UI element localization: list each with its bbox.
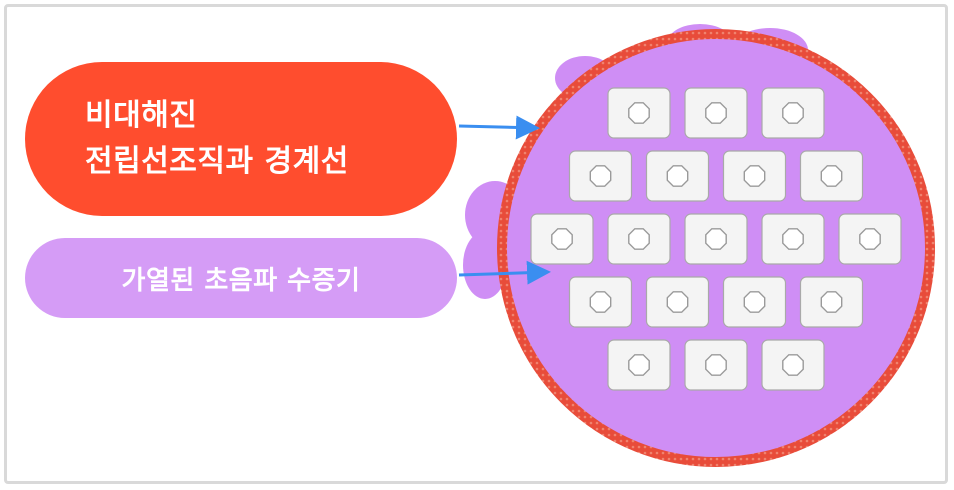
tissue-cell <box>722 150 787 202</box>
tissue-cell <box>530 213 594 265</box>
tissue-cell <box>722 276 787 328</box>
hypertrophied-tissue-label: 비대해진 전립선조직과 경계선 <box>25 62 457 216</box>
cell-nucleus <box>666 291 689 313</box>
cell-nucleus <box>628 228 650 250</box>
tissue-cell <box>645 276 710 328</box>
cell-nucleus <box>589 291 612 313</box>
cell-nucleus <box>782 354 804 376</box>
tissue-cell <box>799 150 864 202</box>
cell-nucleus <box>666 165 689 187</box>
cell-nucleus <box>705 102 727 124</box>
tissue-cell <box>761 339 825 391</box>
tissue-cell <box>684 339 748 391</box>
tissue-boundary <box>497 29 935 467</box>
ultrasound-steam-label: 가열된 초음파 수증기 <box>25 238 457 318</box>
tissue-cell <box>761 87 825 139</box>
hypertrophied-label-line2: 전립선조직과 경계선 <box>85 144 349 179</box>
cell-nucleus <box>705 354 727 376</box>
tissue-cell <box>607 213 671 265</box>
hypertrophied-label-line1: 비대해진 <box>85 98 198 133</box>
ultrasound-label-text: 가열된 초음파 수증기 <box>121 265 361 296</box>
tissue-cell <box>568 150 633 202</box>
cell-nucleus <box>628 354 650 376</box>
tissue-cell <box>607 87 671 139</box>
tissue-cell <box>684 213 748 265</box>
tissue-cell <box>568 276 633 328</box>
cell-nucleus <box>820 291 843 313</box>
cell-nucleus <box>628 102 650 124</box>
cell-grid <box>530 87 902 391</box>
tissue-cell <box>761 213 825 265</box>
cell-nucleus <box>782 228 804 250</box>
tissue-cell <box>607 339 671 391</box>
cell-nucleus <box>743 165 766 187</box>
tissue-cell <box>799 276 864 328</box>
cell-nucleus <box>782 102 804 124</box>
tissue-cell <box>838 213 902 265</box>
cell-nucleus <box>743 291 766 313</box>
cell-nucleus <box>551 228 573 250</box>
tissue-cell <box>645 150 710 202</box>
arrow-to-tissue <box>458 260 551 285</box>
cell-nucleus <box>705 228 727 250</box>
arrow-to-boundary <box>458 115 540 140</box>
tissue-cell <box>684 87 748 139</box>
cell-nucleus <box>589 165 612 187</box>
cell-nucleus <box>820 165 843 187</box>
cell-nucleus <box>859 228 881 250</box>
